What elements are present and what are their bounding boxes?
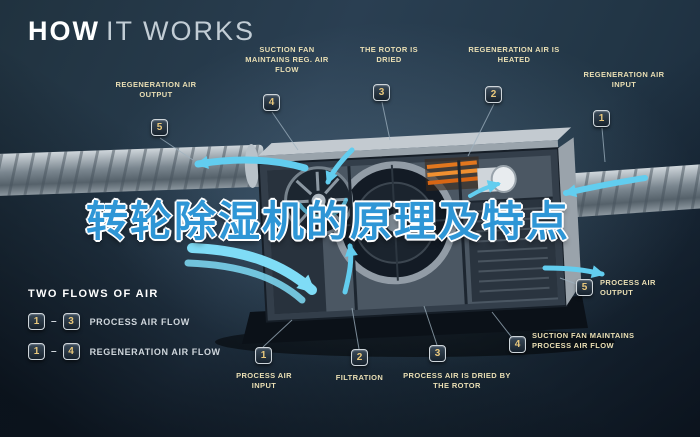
- callout-badge-3-process-dried: 3: [429, 345, 446, 362]
- machine-body: [257, 127, 582, 323]
- callout-badge-4-suction-process: 4: [509, 336, 526, 353]
- callout-label-process-air-output: PROCESS AIR OUTPUT: [600, 278, 656, 298]
- legend-badge-3: 3: [62, 313, 80, 330]
- callout-label-process-air-input: PROCESS AIR INPUT: [236, 371, 292, 391]
- callout-label-rotor-is-dried: THE ROTOR IS DRIED: [360, 45, 418, 65]
- callout-badge-2-filtration: 2: [351, 349, 368, 366]
- airflow-arrows: [184, 147, 648, 304]
- legend: TWO FLOWS OF AIR 1 – 3 PROCESS AIR FLOW …: [28, 288, 221, 360]
- callout-badge-3-rotor-dried: 3: [373, 84, 390, 101]
- callout-badge-4-suction-reg: 4: [263, 94, 280, 111]
- legend-label-regeneration: REGENERATION AIR FLOW: [89, 346, 221, 357]
- legend-row-regeneration: 1 – 4 REGENERATION AIR FLOW: [28, 343, 221, 360]
- grille-icon: [466, 197, 558, 302]
- callout-label-suction-fan-process: SUCTION FAN MAINTAINS PROCESS AIR FLOW: [532, 331, 635, 351]
- legend-heading: TWO FLOWS OF AIR: [28, 288, 159, 300]
- callout-badge-5-process-output: 5: [576, 279, 593, 296]
- right-duct-icon: [547, 163, 700, 220]
- legend-row-process: 1 – 3 PROCESS AIR FLOW: [28, 313, 221, 330]
- callout-label-regeneration-air-output: REGENERATION AIR OUTPUT: [115, 80, 197, 100]
- callout-label-regeneration-air-heated: REGENERATION AIR IS HEATED: [468, 45, 560, 65]
- overlay-title: 转轮除湿机的原理及特点: [86, 197, 571, 246]
- callout-label-regeneration-air-input: REGENERATION AIR INPUT: [583, 70, 665, 90]
- legend-badge-1b: 1: [28, 343, 45, 360]
- callout-badge-1-process-input: 1: [255, 347, 272, 364]
- callout-label-process-air-dried: PROCESS AIR IS DRIED BY THE ROTOR: [403, 371, 511, 391]
- heater-icon: [424, 156, 481, 192]
- callout-badge-2-regen-heated: 2: [485, 86, 502, 103]
- callout-label-filtration: FILTRATION: [335, 373, 384, 382]
- legend-label-process: PROCESS AIR FLOW: [89, 316, 190, 327]
- page-title-light: IT WORKS: [105, 16, 255, 46]
- legend-dash-2: –: [51, 346, 57, 357]
- legend-dash: –: [51, 316, 57, 327]
- callout-badge-5-regen-output: 5: [151, 119, 168, 136]
- legend-badge-4: 4: [62, 343, 80, 360]
- page-title-bold: HOW: [28, 16, 100, 46]
- legend-badge-1: 1: [28, 313, 45, 330]
- callout-badge-1-regen-input: 1: [593, 110, 610, 127]
- callout-label-suction-fan-reg: SUCTION FAN MAINTAINS REG. AIR FLOW: [245, 45, 329, 75]
